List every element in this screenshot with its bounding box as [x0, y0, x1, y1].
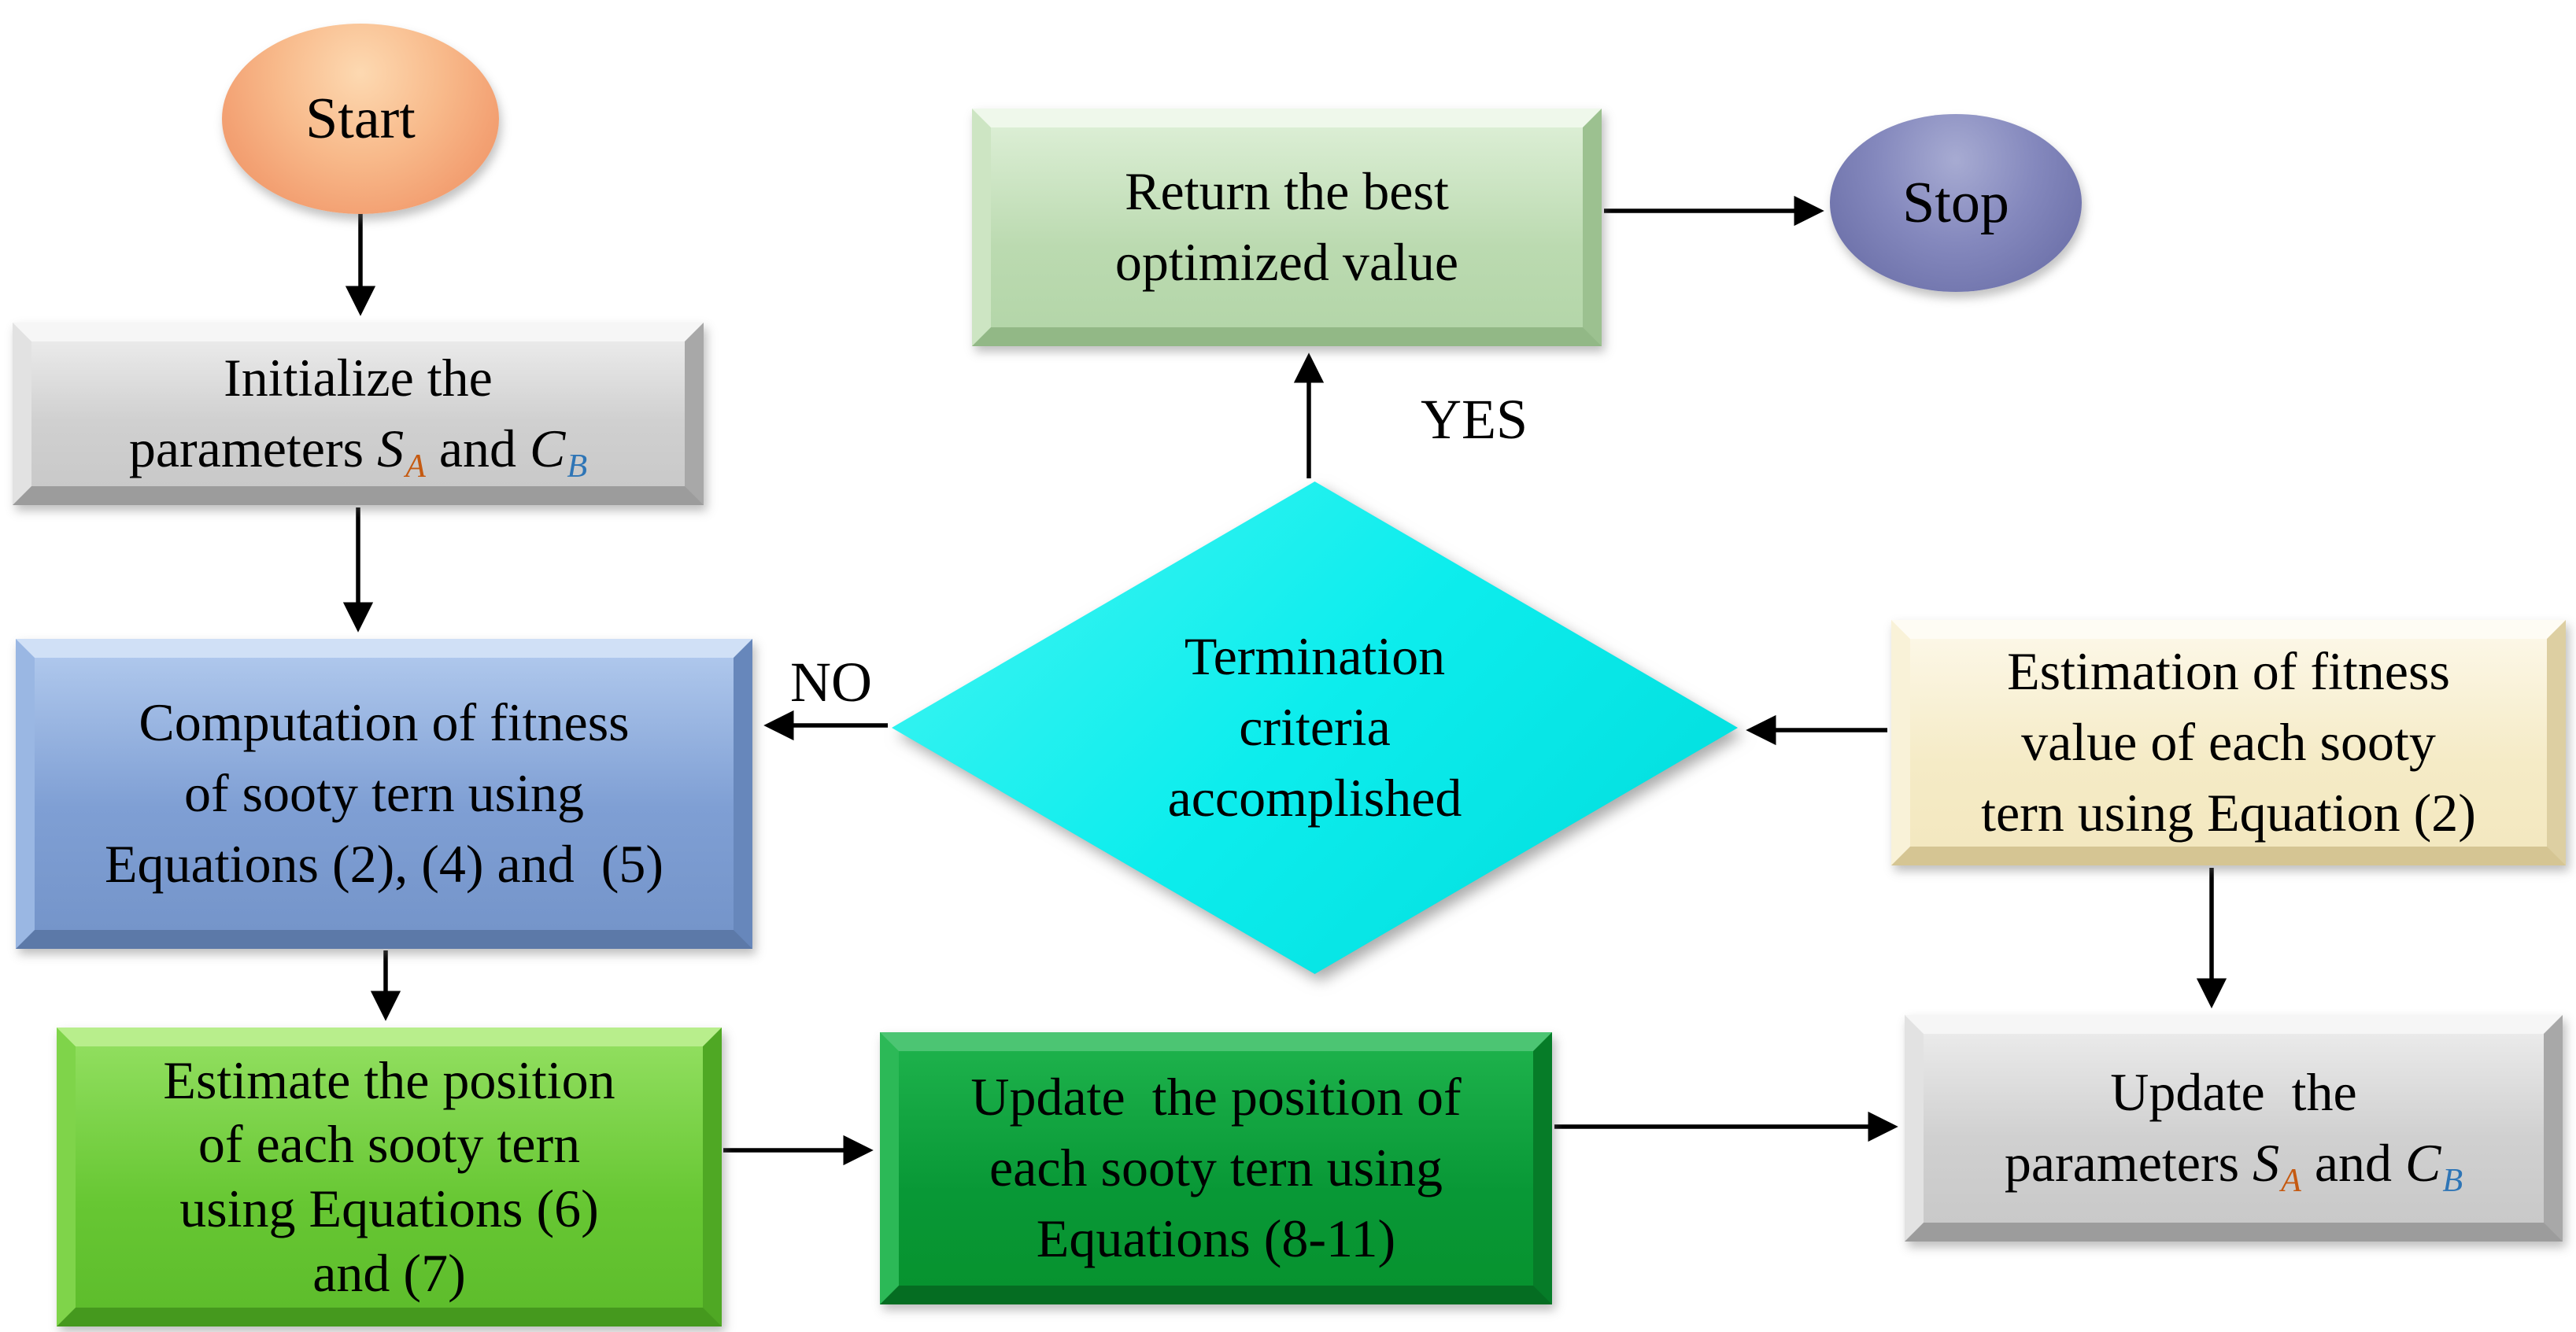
- label-segment: optimized value: [1114, 232, 1459, 292]
- node-start: Start: [222, 24, 499, 214]
- label-line: tern using Equation (2): [1981, 778, 2476, 849]
- label-line: of sooty tern using: [184, 758, 584, 829]
- label-line: Estimation of fitness: [2007, 636, 2450, 707]
- label-segment: and: [2301, 1133, 2406, 1193]
- label-segment: A: [405, 447, 426, 485]
- label-line: parameters SA and CB: [2005, 1128, 2463, 1199]
- node-termination-decision: Termination criteria accomplished: [892, 482, 1738, 974]
- label-line: Update the: [2110, 1057, 2356, 1128]
- node-stop-label: Stop: [1902, 170, 2009, 235]
- label-segment: of each sooty tern: [198, 1114, 581, 1175]
- label-line: accomplished: [1168, 763, 1462, 834]
- label-line: each sooty tern using: [989, 1133, 1443, 1204]
- label-segment: B: [2442, 1161, 2463, 1199]
- node-update-position: Update the position of each sooty tern us…: [880, 1032, 1552, 1304]
- edge-label-yes: YES: [1420, 388, 1528, 451]
- label-segment: Initialize the: [224, 348, 493, 408]
- label-segment: Return the best: [1125, 161, 1449, 222]
- node-termination-decision-label: Termination criteria accomplished: [892, 482, 1738, 974]
- label-segment: Termination: [1184, 626, 1446, 687]
- edge-label-no: NO: [790, 651, 872, 714]
- label-segment: Update the position of: [970, 1067, 1462, 1127]
- label-segment: Computation of fitness: [139, 692, 630, 753]
- label-segment: criteria: [1239, 697, 1391, 758]
- label-segment: Estimation of fitness: [2007, 641, 2450, 702]
- label-line: of each sooty tern: [198, 1112, 580, 1177]
- label-segment: and: [425, 419, 530, 478]
- label-segment: C: [530, 419, 566, 478]
- label-line: Termination: [1185, 622, 1445, 692]
- label-segment: S: [377, 419, 405, 478]
- label-line: Return the best: [1125, 157, 1449, 227]
- node-return-best-value: Return the best optimized value: [972, 109, 1602, 346]
- label-segment: parameters: [2004, 1133, 2253, 1193]
- node-update-position-label: Update the position of each sooty tern us…: [899, 1051, 1533, 1286]
- node-start-label: Start: [305, 86, 416, 151]
- label-line: using Equations (6): [179, 1177, 599, 1242]
- label-segment: A: [2281, 1161, 2301, 1199]
- label-segment: S: [2253, 1133, 2280, 1193]
- label-segment: accomplished: [1167, 767, 1462, 828]
- decision-diamond-shape: Termination criteria accomplished: [892, 482, 1738, 974]
- label-segment: C: [2405, 1133, 2441, 1193]
- node-compute-fitness: Computation of fitness of sooty tern usin…: [16, 639, 752, 949]
- label-segment: tern using Equation (2): [1981, 782, 2476, 843]
- label-line: parameters SA and CB: [129, 414, 587, 485]
- node-return-best-value-label: Return the best optimized value: [991, 127, 1583, 327]
- node-estimate-fitness-value: Estimation of fitness value of each sooty…: [1891, 620, 2566, 865]
- label-segment: using Equations (6): [179, 1179, 599, 1238]
- node-compute-fitness-label: Computation of fitness of sooty tern usin…: [35, 658, 734, 930]
- label-segment: B: [567, 447, 588, 485]
- label-line: criteria: [1239, 692, 1391, 763]
- label-segment: Equations (2), (4) and (5): [104, 833, 663, 894]
- label-line: Update the position of: [970, 1062, 1461, 1133]
- label-line: Initialize the: [224, 343, 493, 414]
- label-segment: and (7): [312, 1242, 466, 1303]
- label-segment: of sooty tern using: [183, 763, 585, 824]
- label-segment: each sooty tern using: [989, 1138, 1443, 1198]
- node-estimate-fitness-value-label: Estimation of fitness value of each sooty…: [1910, 639, 2547, 847]
- node-stop: Stop: [1830, 114, 2082, 292]
- label-line: Equations (8-11): [1037, 1204, 1395, 1275]
- label-segment: value of each sooty: [2021, 712, 2436, 773]
- label-line: optimized value: [1115, 227, 1458, 298]
- label-line: Estimate the position: [163, 1049, 615, 1113]
- label-line: Computation of fitness: [139, 688, 629, 758]
- label-line: Equations (2), (4) and (5): [105, 829, 663, 900]
- label-segment: Estimate the position: [163, 1050, 615, 1110]
- label-segment: parameters: [128, 419, 378, 478]
- label-segment: Equations (8-11): [1036, 1208, 1396, 1268]
- label-line: and (7): [312, 1242, 465, 1306]
- label-segment: Update the: [2110, 1062, 2357, 1123]
- label-line: value of each sooty: [2021, 707, 2436, 778]
